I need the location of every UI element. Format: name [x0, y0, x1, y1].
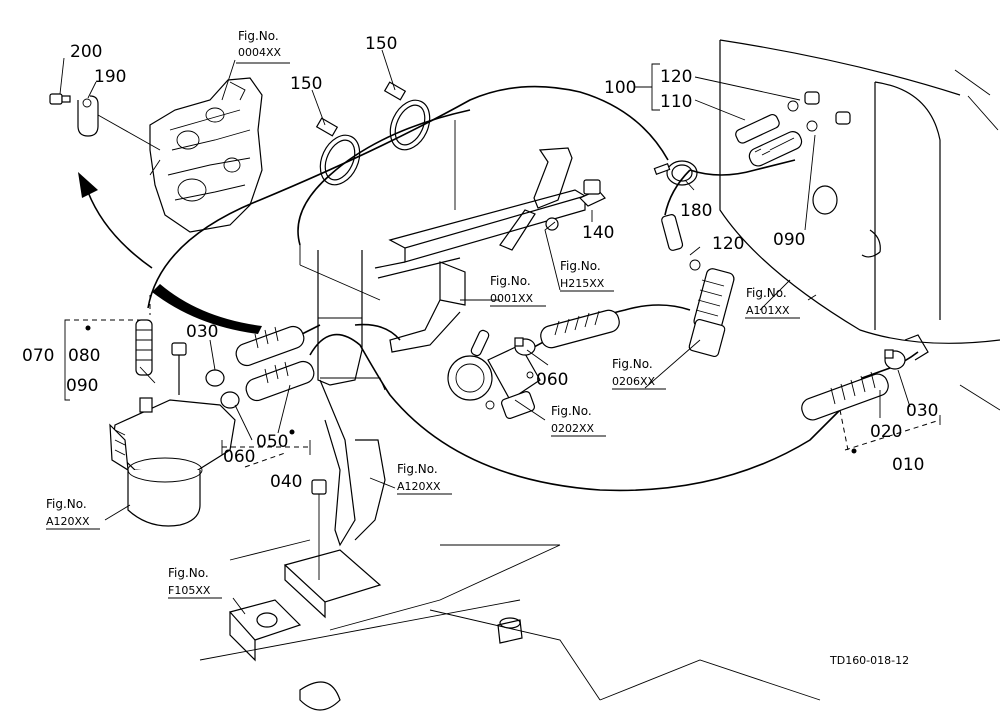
- fuel-pump-drawing: [447, 329, 541, 420]
- part-label-180: 180: [680, 201, 712, 221]
- part-label-120b: 120: [712, 234, 744, 254]
- svg-text:F105XX: F105XX: [168, 584, 211, 597]
- clamp-150a-drawing: [315, 117, 361, 186]
- fuel-tank-drawing: [719, 39, 1000, 411]
- svg-text:Fig.No.: Fig.No.: [612, 357, 653, 371]
- floor-frame-drawing: [199, 479, 821, 711]
- fig-ref-h215: Fig.No. H215XX: [560, 259, 605, 290]
- svg-text:Fig.No.: Fig.No.: [46, 497, 87, 511]
- fuel-hose-lines: [147, 85, 919, 492]
- hose-protector-mid-drawing: [540, 309, 620, 349]
- part-label-190: 190: [94, 67, 126, 87]
- fig-ref-a120-left: Fig.No. A120XX: [46, 497, 90, 528]
- clip-190-drawing: [77, 95, 161, 151]
- fig-ref-a120-right: Fig.No. A120XX: [397, 462, 441, 493]
- svg-text:Fig.No.: Fig.No.: [551, 404, 592, 418]
- part-label-140: 140: [582, 223, 614, 243]
- engine-block-drawing: [149, 77, 263, 233]
- fig-ref-f105: Fig.No. F105XX: [168, 566, 211, 597]
- svg-text:A120XX: A120XX: [397, 480, 441, 493]
- bolt-200-drawing: [49, 93, 71, 105]
- part-label-060b: 060: [223, 447, 255, 467]
- fittings-top-right: [787, 91, 851, 132]
- part-label-110: 110: [660, 92, 692, 112]
- hose-070-drawing: [135, 319, 153, 376]
- fuel-filter-drawing: [109, 397, 236, 527]
- hose-protector-upper-drawing: [748, 131, 803, 167]
- part-label-050: 050: [256, 432, 288, 452]
- svg-text:Fig.No.: Fig.No.: [397, 462, 438, 476]
- hose-protector-020-drawing: [801, 371, 889, 421]
- leader-lines: [59, 49, 911, 615]
- svg-text:A101XX: A101XX: [746, 304, 790, 317]
- part-label-080: 080: [68, 346, 100, 366]
- part-label-030a: 030: [186, 322, 218, 342]
- svg-text:0001XX: 0001XX: [490, 292, 534, 305]
- clamp-150b-drawing: [383, 81, 431, 151]
- svg-text:Fig.No.: Fig.No.: [490, 274, 531, 288]
- bolt-filter-drawing: [171, 342, 187, 395]
- svg-text:0202XX: 0202XX: [551, 422, 595, 435]
- filter-hoses-drawing: [205, 325, 315, 409]
- fig-ref-underlines: [46, 62, 800, 599]
- hose-110-drawing: [735, 113, 780, 144]
- part-label-010: 010: [892, 455, 924, 475]
- part-label-020: 020: [870, 422, 902, 442]
- part-label-150a: 150: [290, 74, 322, 94]
- part-label-040: 040: [270, 472, 302, 492]
- clamp-030b-drawing: [884, 349, 906, 370]
- svg-text:Fig.No.: Fig.No.: [168, 566, 209, 580]
- part-label-150b: 150: [365, 34, 397, 54]
- part-label-200: 200: [70, 42, 102, 62]
- direction-arrow: [78, 172, 262, 334]
- fig-ref-0004: Fig.No. 0004XX: [238, 29, 282, 59]
- svg-text:Fig.No.: Fig.No.: [746, 286, 787, 300]
- part-label-060a: 060: [536, 370, 568, 390]
- svg-text:Fig.No.: Fig.No.: [560, 259, 601, 273]
- fig-ref-0206: Fig.No. 0206XX: [612, 357, 656, 388]
- group-brackets: [64, 63, 941, 468]
- fig-ref-0001: Fig.No. 0001XX: [490, 274, 534, 305]
- svg-text:A120XX: A120XX: [46, 515, 90, 528]
- part-number-labels: 200 190 150 150 100 120 110 180 090 140 …: [22, 34, 938, 492]
- fig-ref-0202: Fig.No. 0202XX: [551, 404, 595, 435]
- svg-text:0004XX: 0004XX: [238, 46, 282, 59]
- part-label-090b: 090: [66, 376, 98, 396]
- injector-drawing: [661, 214, 735, 358]
- clamp-060a-drawing: [514, 337, 536, 356]
- part-label-120a: 120: [660, 67, 692, 87]
- part-label-090a: 090: [773, 230, 805, 250]
- clamp-180-drawing: [653, 160, 698, 186]
- part-label-030b: 030: [906, 401, 938, 421]
- drawing-code: TD160-018-12: [829, 654, 909, 667]
- fig-ref-a101: Fig.No. A101XX: [746, 286, 790, 317]
- svg-text:H215XX: H215XX: [560, 277, 605, 290]
- svg-text:0206XX: 0206XX: [612, 375, 656, 388]
- part-label-070: 070: [22, 346, 54, 366]
- part-label-100: 100: [604, 78, 636, 98]
- svg-text:Fig.No.: Fig.No.: [238, 29, 279, 43]
